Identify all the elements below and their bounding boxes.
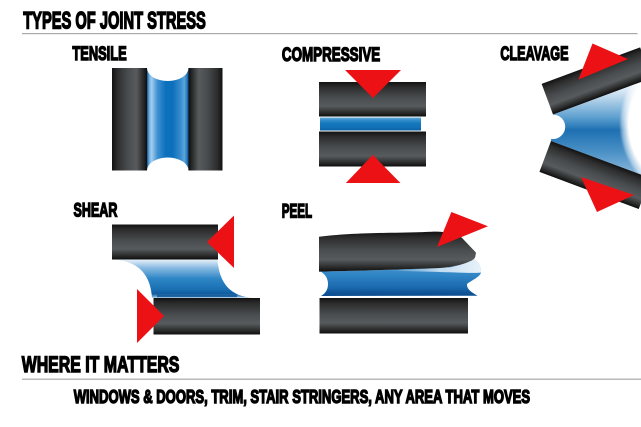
- svg-text:TYPES OF JOINT STRESS: TYPES OF JOINT STRESS: [23, 8, 206, 35]
- svg-text:SHEAR: SHEAR: [74, 200, 118, 221]
- svg-text:CLEAVAGE: CLEAVAGE: [500, 43, 568, 64]
- svg-text:WHERE IT MATTERS: WHERE IT MATTERS: [22, 352, 180, 377]
- svg-text:PEEL: PEEL: [282, 201, 312, 223]
- svg-text:COMPRESSIVE: COMPRESSIVE: [282, 44, 380, 66]
- svg-text:WINDOWS & DOORS, TRIM, STAIR S: WINDOWS & DOORS, TRIM, STAIR STRINGERS, …: [74, 388, 530, 408]
- svg-text:TENSILE: TENSILE: [72, 43, 126, 64]
